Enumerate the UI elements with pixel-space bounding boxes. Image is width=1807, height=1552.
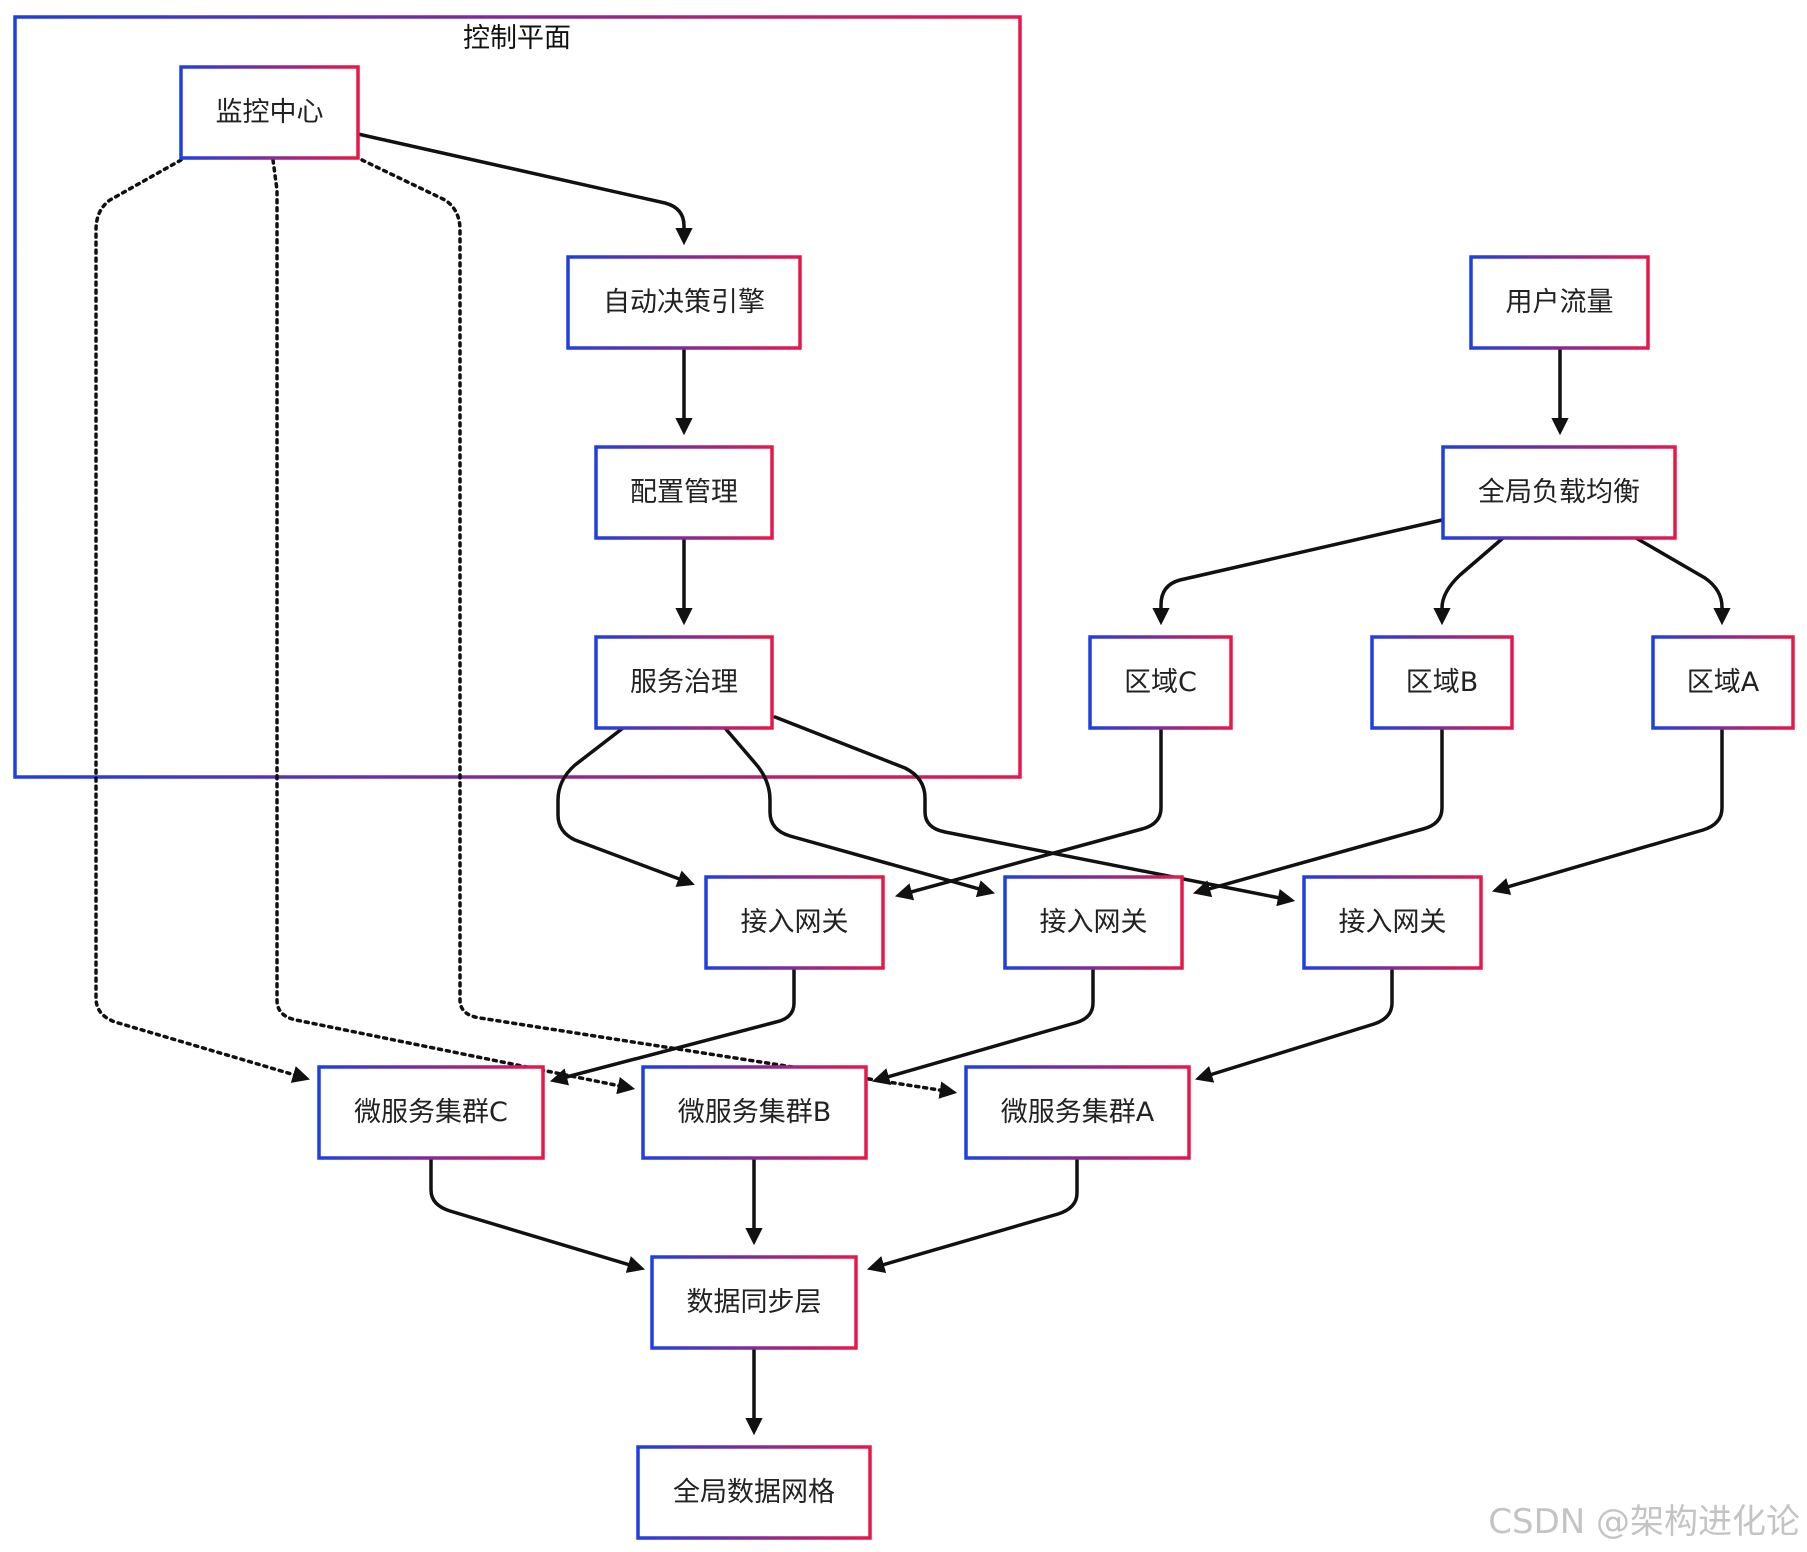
edge-monitor-to-cluster-c: [94, 158, 311, 1083]
node-region-b-label: 区域B: [1406, 667, 1479, 698]
node-region-a[interactable]: 区域A: [1651, 635, 1795, 730]
node-region-c-label: 区域C: [1124, 667, 1197, 698]
node-governance-label: 服务治理: [630, 667, 738, 698]
node-gateway-1-label: 接入网关: [741, 907, 849, 938]
watermark: CSDN @架构进化论: [1488, 1502, 1800, 1542]
node-cluster-c[interactable]: 微服务集群C: [317, 1065, 545, 1160]
node-monitor[interactable]: 监控中心: [179, 65, 360, 160]
node-gateway-2[interactable]: 接入网关: [1003, 875, 1184, 970]
edge-monitor-to-cluster-a: [360, 158, 958, 1099]
node-gateway-3[interactable]: 接入网关: [1302, 875, 1483, 970]
edge-gateway-1-to-cluster-c: [549, 966, 796, 1086]
node-region-b[interactable]: 区域B: [1370, 635, 1514, 730]
node-decision[interactable]: 自动决策引擎: [566, 255, 802, 350]
node-region-a-label: 区域A: [1687, 667, 1760, 698]
node-data-sync[interactable]: 数据同步层: [650, 1255, 858, 1350]
node-glb-label: 全局负载均衡: [1478, 477, 1640, 508]
node-glb[interactable]: 全局负载均衡: [1441, 445, 1677, 540]
node-user-traffic[interactable]: 用户流量: [1469, 255, 1650, 350]
edge-glb-to-region-a: [1634, 536, 1731, 626]
node-data-sync-label: 数据同步层: [687, 1287, 822, 1318]
edge-cluster-a-to-data-sync: [866, 1156, 1079, 1273]
node-cluster-a[interactable]: 微服务集群A: [964, 1065, 1191, 1160]
node-data-mesh-label: 全局数据网格: [673, 1477, 835, 1508]
node-cluster-b-label: 微服务集群B: [678, 1097, 832, 1128]
nodes: 监控中心 自动决策引擎 配置管理 服务治理 用户流量 全局负载均衡 区域C 区: [179, 65, 1795, 1540]
edges: [94, 132, 1731, 1436]
node-data-mesh[interactable]: 全局数据网格: [636, 1445, 872, 1540]
edge-region-c-to-gateway-1: [894, 726, 1163, 901]
edge-gateway-2-to-cluster-b: [871, 966, 1095, 1086]
control-plane-group: 控制平面: [13, 15, 1022, 779]
node-gateway-3-label: 接入网关: [1339, 907, 1447, 938]
node-user-traffic-label: 用户流量: [1506, 287, 1614, 318]
edge-gateway-3-to-cluster-a: [1194, 966, 1394, 1083]
node-cluster-c-label: 微服务集群C: [354, 1097, 508, 1128]
edge-governance-to-gateway-3: [773, 715, 1296, 907]
node-config-label: 配置管理: [630, 477, 738, 508]
edge-monitor-to-cluster-b: [271, 158, 636, 1095]
edge-glb-to-region-b: [1433, 536, 1505, 626]
node-governance[interactable]: 服务治理: [594, 635, 774, 730]
control-plane-frame: [13, 15, 1022, 779]
node-gateway-1[interactable]: 接入网关: [704, 875, 885, 970]
node-cluster-a-label: 微服务集群A: [1001, 1097, 1155, 1128]
edge-glb-to-region-c: [1152, 518, 1444, 626]
edge-governance-to-gateway-2: [723, 726, 996, 898]
node-monitor-label: 监控中心: [216, 97, 324, 128]
edge-governance-to-gateway-1: [556, 726, 695, 887]
edge-region-b-to-gateway-2: [1192, 726, 1444, 898]
node-gateway-2-label: 接入网关: [1040, 907, 1148, 938]
edge-cluster-c-to-data-sync: [429, 1156, 646, 1273]
edge-monitor-to-decision: [356, 132, 693, 246]
node-region-c[interactable]: 区域C: [1088, 635, 1233, 730]
edge-region-a-to-gateway-3: [1491, 726, 1724, 895]
node-cluster-b[interactable]: 微服务集群B: [641, 1065, 868, 1160]
control-plane-label: 控制平面: [463, 23, 571, 54]
node-config[interactable]: 配置管理: [594, 445, 774, 540]
node-decision-label: 自动决策引擎: [603, 287, 765, 318]
